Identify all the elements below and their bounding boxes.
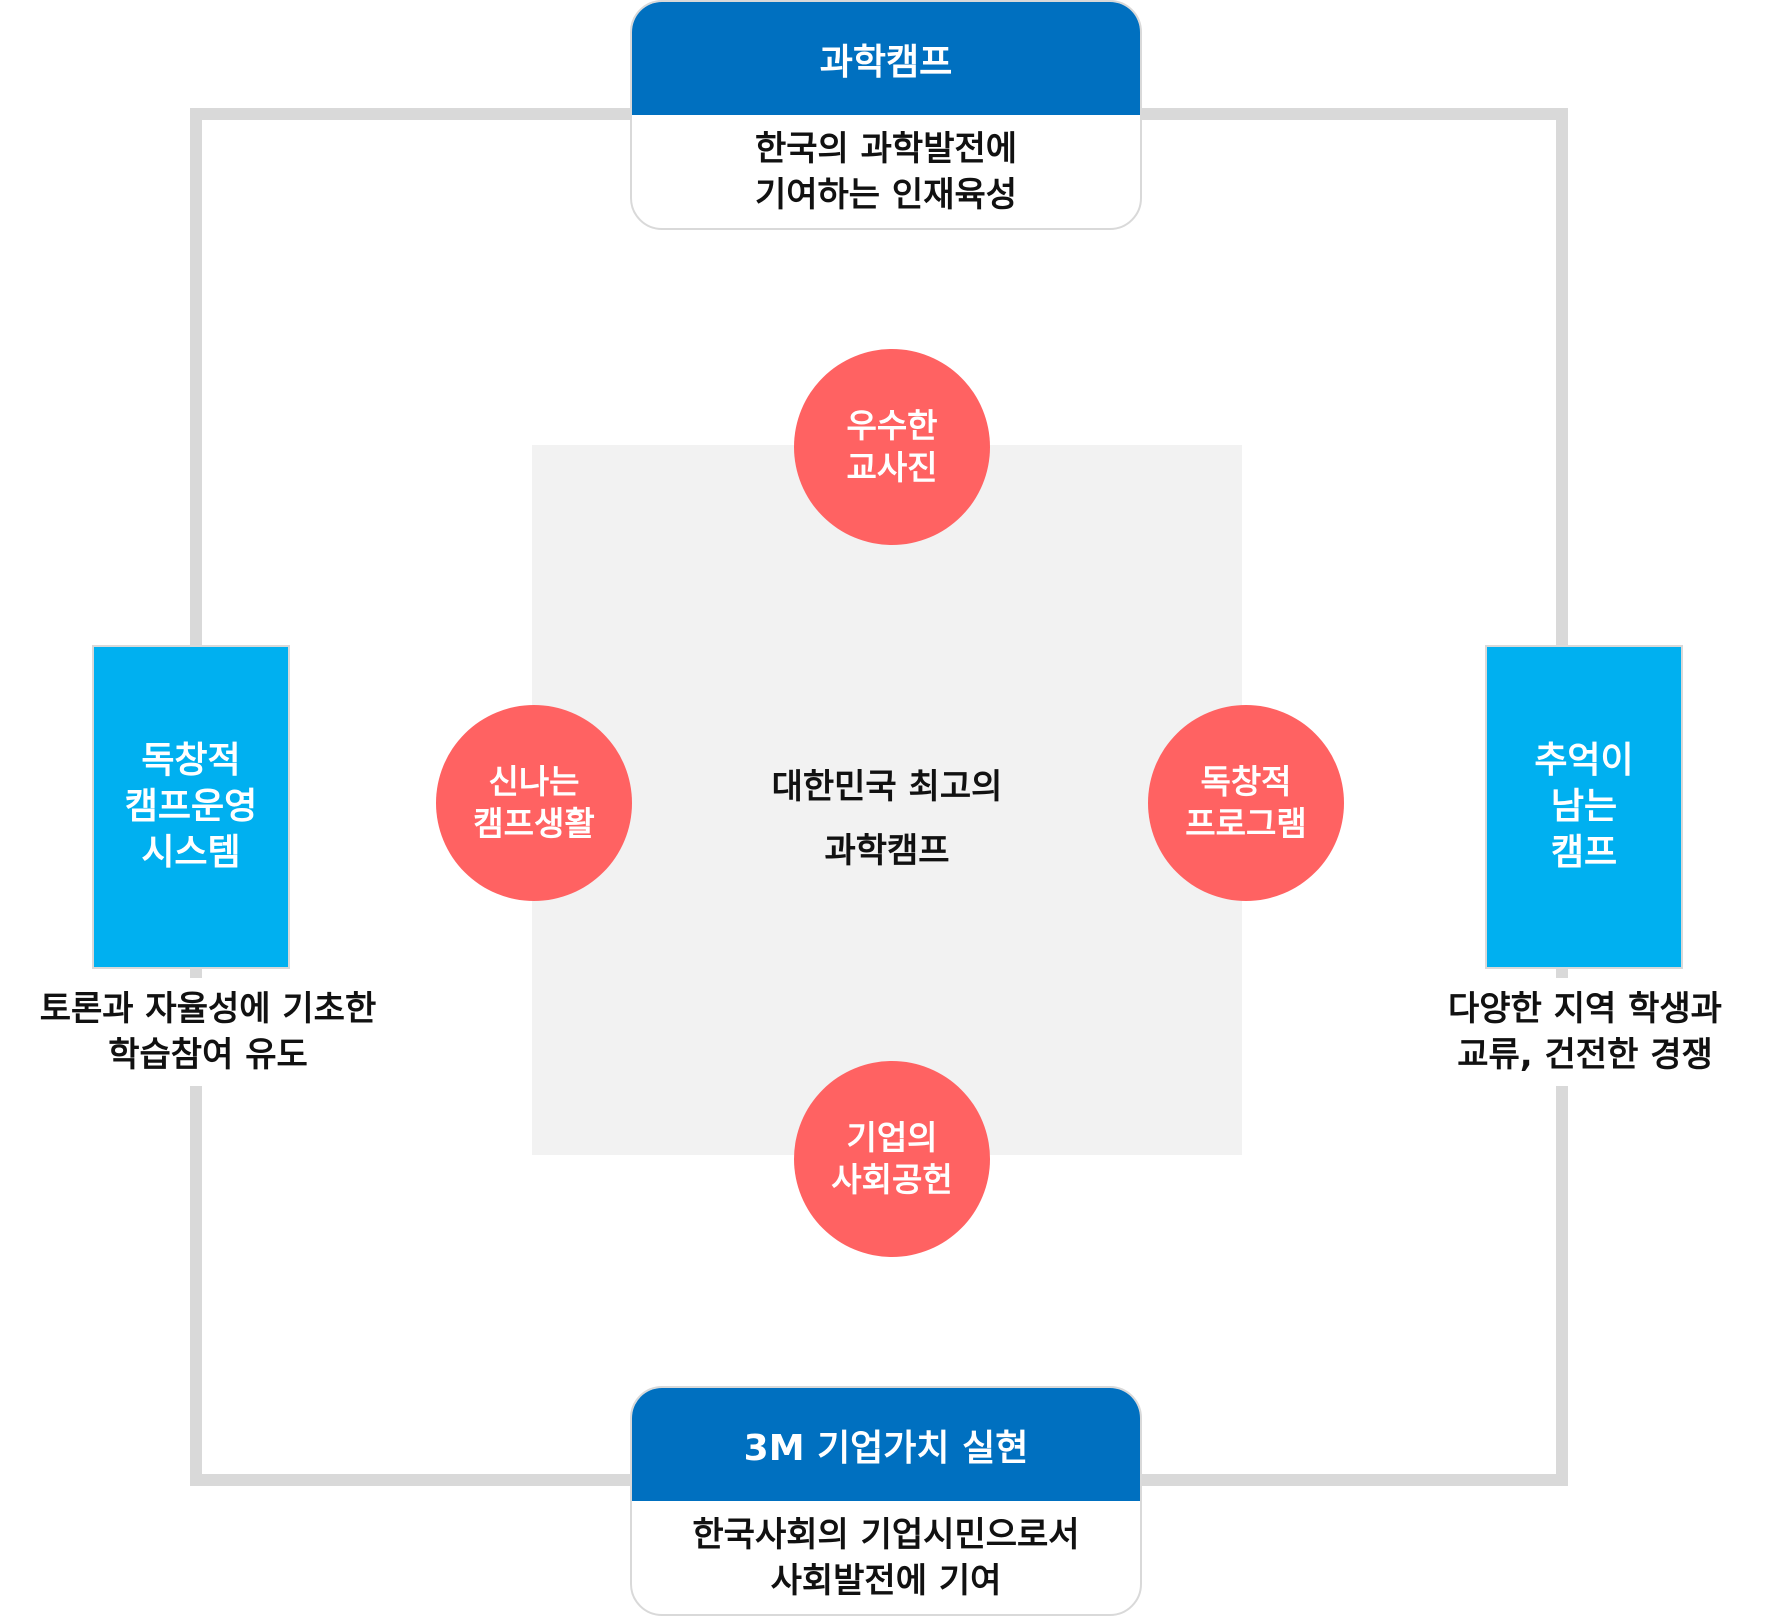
bottom-card-body: 한국사회의 기업시민으로서 사회발전에 기여 [632, 1501, 1140, 1614]
left-box-line2: 캠프운영 [124, 786, 258, 827]
left-box-line3: 시스템 [141, 832, 241, 873]
right-box-line1: 추억이 [1534, 740, 1634, 781]
bottom-card-line1: 한국사회의 기업시민으로서 [692, 1514, 1080, 1555]
circle-right-line1: 독창적 [1200, 762, 1292, 801]
circle-left-line2: 캠프생활 [473, 804, 595, 843]
center-title: 대한민국 최고의 과학캠프 [532, 755, 1242, 883]
center-square [532, 445, 1242, 1155]
right-caption-line1: 다양한 지역 학생과 [1448, 989, 1722, 1029]
bottom-card: 3M 기업가치 실현 한국사회의 기업시민으로서 사회발전에 기여 [630, 1386, 1142, 1616]
top-card-line1: 한국의 과학발전에 [754, 128, 1018, 169]
circle-right: 독창적 프로그램 [1148, 705, 1344, 901]
circle-bottom-line2: 사회공헌 [831, 1160, 953, 1199]
right-box: 추억이 남는 캠프 [1485, 645, 1683, 969]
circle-top-line2: 교사진 [846, 448, 938, 487]
right-box-line3: 캠프 [1550, 832, 1618, 873]
left-caption-line1: 토론과 자율성에 기초한 [39, 989, 377, 1029]
top-card-title: 과학캠프 [632, 2, 1140, 115]
left-box-line1: 독창적 [141, 740, 241, 781]
circle-bottom: 기업의 사회공헌 [794, 1061, 990, 1257]
top-card-line2: 기여하는 인재육성 [754, 174, 1018, 215]
circle-bottom-line1: 기업의 [846, 1118, 938, 1157]
center-title-line2: 과학캠프 [824, 831, 950, 871]
right-box-line2: 남는 [1550, 786, 1618, 827]
top-card-body: 한국의 과학발전에 기여하는 인재육성 [632, 115, 1140, 228]
bottom-card-line2: 사회발전에 기여 [770, 1560, 1002, 1601]
center-title-line1: 대한민국 최고의 [771, 767, 1003, 807]
right-caption: 다양한 지역 학생과 교류, 건전한 경쟁 [1400, 978, 1770, 1086]
circle-top: 우수한 교사진 [794, 349, 990, 545]
right-caption-line2: 교류, 건전한 경쟁 [1457, 1035, 1713, 1075]
circle-left: 신나는 캠프생활 [436, 705, 632, 901]
circle-right-line2: 프로그램 [1185, 804, 1307, 843]
left-caption: 토론과 자율성에 기초한 학습참여 유도 [12, 978, 404, 1086]
circle-top-line1: 우수한 [846, 406, 938, 445]
circle-left-line1: 신나는 [488, 762, 580, 801]
left-box: 독창적 캠프운영 시스템 [92, 645, 290, 969]
bottom-card-title: 3M 기업가치 실현 [632, 1388, 1140, 1501]
left-caption-line2: 학습참여 유도 [108, 1035, 308, 1075]
top-card: 과학캠프 한국의 과학발전에 기여하는 인재육성 [630, 0, 1142, 230]
